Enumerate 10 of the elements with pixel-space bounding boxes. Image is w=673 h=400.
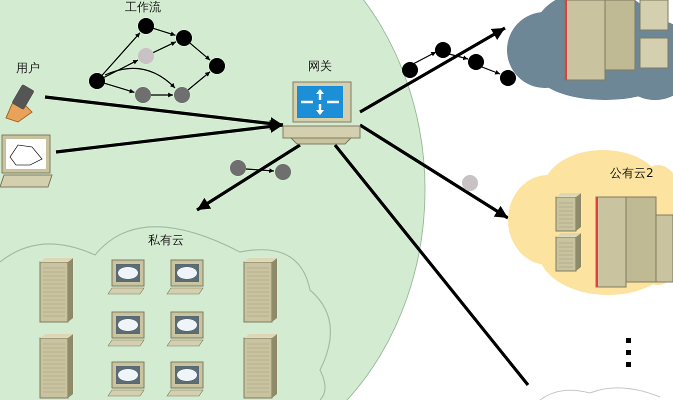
arrow — [56, 120, 284, 154]
arrow — [359, 124, 509, 220]
arrow — [359, 26, 506, 114]
arrow — [196, 144, 301, 212]
diagram-label: 网关 — [308, 58, 332, 75]
arrow — [44, 95, 284, 130]
diagram-label: 用户 — [16, 60, 40, 77]
diagram-label: 私有云 — [148, 232, 184, 249]
diagram-label: 工作流 — [125, 0, 161, 16]
diagram-label: 公有云2 — [610, 165, 654, 182]
